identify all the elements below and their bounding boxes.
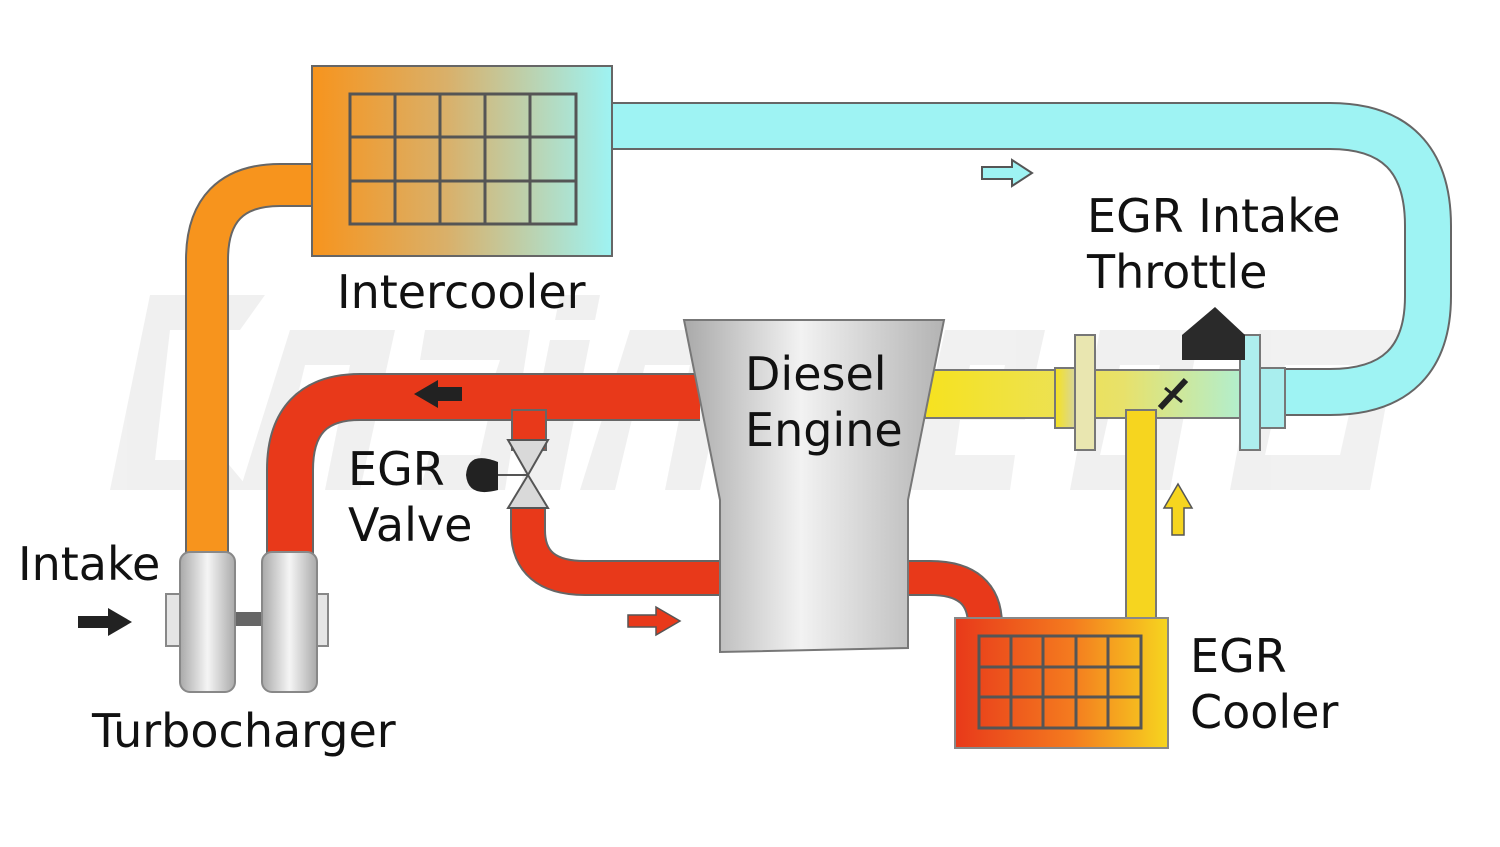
- egr-intake-throttle-label: EGR Intake Throttle: [1087, 188, 1341, 300]
- turbine-housing: [261, 551, 318, 693]
- intercooler: [311, 65, 613, 257]
- egr-valve-label: EGR Valve: [348, 441, 472, 553]
- diesel-engine: [682, 319, 946, 654]
- egr-valve-actuator: [466, 458, 498, 493]
- butterfly-valve-icon: [1157, 377, 1189, 411]
- diesel-engine-label: Diesel Engine: [745, 346, 903, 458]
- egr-intake-throttle-label-line2: Throttle: [1087, 245, 1268, 300]
- intake-manifold-pipe: [924, 369, 1286, 419]
- egr-valve-label-line2: Valve: [348, 498, 473, 553]
- egr-cooler-label: EGR Cooler: [1190, 628, 1338, 740]
- egr-return-pipe: [1125, 409, 1157, 621]
- intake-label: Intake: [18, 537, 161, 591]
- turbo-shaft: [234, 612, 264, 626]
- arrow-right-icon: [78, 608, 132, 636]
- egr-cooler: [954, 617, 1169, 749]
- egr-cooler-label-line2: Cooler: [1190, 685, 1339, 740]
- arrow-left-icon: [414, 380, 462, 408]
- diesel-engine-label-line2: Engine: [745, 403, 903, 458]
- arrow-right-icon: [981, 158, 1034, 188]
- turbocharger: [165, 551, 329, 693]
- arrow-up-icon: [1162, 482, 1194, 536]
- compressor-housing: [179, 551, 236, 693]
- egr-intake-throttle: [1054, 307, 1286, 451]
- egr-intake-throttle-label-line1: EGR Intake: [1087, 189, 1341, 243]
- egr-cooler-label-line1: EGR: [1190, 629, 1287, 683]
- throttle-actuator: [1182, 307, 1245, 360]
- egr-valve-label-line1: EGR: [348, 442, 445, 496]
- egr-valve: [466, 439, 550, 509]
- diesel-engine-label-line1: Diesel: [745, 347, 887, 401]
- arrow-right-icon: [627, 605, 682, 637]
- intercooler-label: Intercooler: [337, 265, 586, 319]
- turbocharger-label: Turbocharger: [92, 704, 396, 758]
